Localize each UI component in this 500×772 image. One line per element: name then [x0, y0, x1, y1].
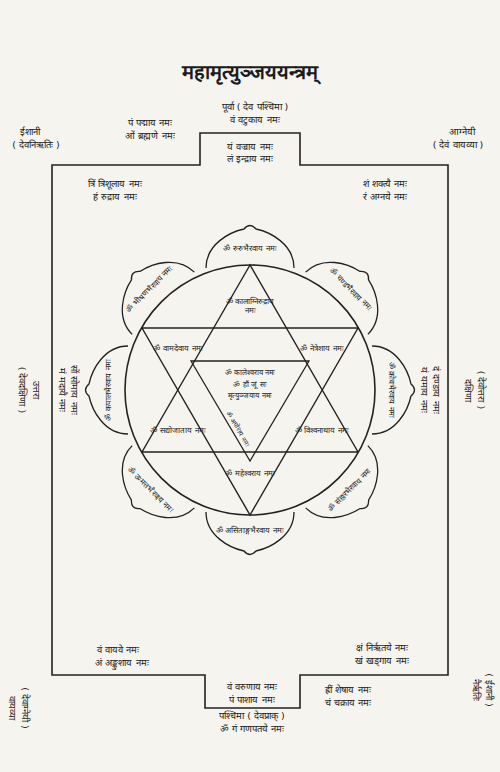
direction-label: उत्तरा	[30, 381, 41, 399]
direction-label: नैर्ऋतिः	[470, 679, 481, 701]
mantra-text: हं रुद्राय नमः	[93, 191, 136, 202]
hexagram-mantra: ॐ महेश्वराय नमः	[222, 469, 278, 478]
hexagram-mantra: ॐ विश्वनाथाय नमः	[294, 426, 350, 435]
petal-text-box: ॐ क्रोधभैरवाय नमः	[376, 354, 406, 426]
hexagram-point: ॐ नेत्रेशाय नमः	[294, 336, 350, 362]
hexagram-mantra: ॐ नेत्रेशाय नमः	[294, 344, 350, 353]
direction-label: ( देवाग्नेयी )	[19, 687, 30, 728]
direction-label: ( देवोत्तरा )	[475, 371, 486, 409]
lotus-petal: ॐ कपालभैरवाय नमः	[82, 344, 128, 436]
mantra-text: वं वायवे नमः	[97, 644, 139, 655]
direction-label: ( देवं वायव्या )	[433, 139, 483, 150]
petal-text-box: ॐ रुरुभैरवाय नमः	[214, 234, 286, 264]
mantra-text: दं दण्डाय नमः	[430, 366, 441, 413]
direction-label: ईशानी	[20, 126, 40, 137]
direction-label: वायव्या	[6, 696, 17, 720]
mantra-text: क्षं निर्ऋतये नमः	[356, 642, 408, 653]
hexagram-mantra: ॐ वामदेवाय नमः	[150, 344, 206, 353]
square-gates-path	[52, 133, 448, 708]
hexagram-point: ॐ कालाग्निरुद्राय नमः	[222, 286, 278, 326]
petal-path	[206, 226, 294, 269]
central-mantra: मृत्युञ्जयाय नमः	[228, 391, 271, 400]
direction-label: पं पद्माय नमः	[128, 117, 172, 128]
hexagram-point: ॐ महेश्वराय नमः	[222, 461, 278, 487]
lotus-petal: ॐ रुरुभैरवाय नमः	[204, 222, 296, 268]
central-mantra: ॐ हौं जूं सः	[233, 380, 266, 389]
direction-label: चं चक्राय नमः	[325, 697, 371, 708]
mantra-text: पं पाशाय नमः	[229, 694, 274, 705]
petal-mantra: ॐ रुरुभैरवाय नमः	[223, 244, 276, 253]
hexagram-point: ॐ वामदेवाय नमः	[150, 336, 206, 362]
direction-label: ( देवदक्षिणा )	[16, 367, 27, 413]
mantra-text: खं खड्गाय नमः	[355, 655, 408, 666]
lotus-petal: ॐ क्रोधभैरवाय नमः	[372, 344, 418, 436]
hexagram-mantra: ॐ सद्योजाताय नमः	[150, 426, 206, 435]
direction-label: ( देवनिऋतिः )	[12, 139, 59, 150]
mantra-text: सों सोमाय नमः	[68, 365, 79, 414]
hexagram-point: ॐ विश्वनाथाय नमः	[294, 418, 350, 444]
central-triangle: ॐ कालेश्वराय नमः ॐ हौं जूं सः मृत्युञ्जयाय…	[190, 360, 310, 462]
mantra-text: त्रिं त्रिशूलाय नमः	[88, 178, 141, 189]
petal-path	[86, 346, 129, 434]
mantra-text: अं अङ्कुशाय नमः	[95, 657, 148, 668]
mantra-text: लं इन्द्राय नमः	[227, 153, 273, 164]
hexagram-point: ॐ सद्योजाताय नमः	[150, 418, 206, 444]
downward-triangle	[142, 328, 358, 515]
direction-label: वं वटुकाय नमः	[230, 114, 279, 125]
central-mantra: ॐ कालेश्वराय नमः	[225, 368, 276, 377]
petal-mantra: ॐ क्रोधभैरवाय नमः	[386, 362, 395, 418]
direction-label: दक्षिणा	[462, 379, 473, 402]
petal-path	[206, 512, 294, 555]
direction-label: पश्चिमा ( देवप्राक् )	[219, 710, 284, 721]
petal-mantra: ॐ असिताङ्गभैरवाय नमः	[216, 526, 284, 535]
hexagram-mantra: ॐ कालाग्निरुद्राय नमः	[222, 297, 278, 315]
petal-path	[372, 346, 415, 434]
petal-text-box: ॐ असिताङ्गभैरवाय नमः	[214, 516, 286, 546]
mantra-text: यं वज्राय नमः	[227, 141, 272, 152]
direction-label: ह्रीं शेषाय नमः	[325, 684, 370, 695]
mantra-text: रं अग्नये नमः	[363, 191, 407, 202]
mantra-text: शं शक्त्यै नमः	[363, 178, 407, 189]
direction-label: आग्नेयी	[449, 126, 475, 137]
direction-label: ॐ गं गणपतये नमः	[220, 723, 284, 734]
lotus-petal: ॐ असिताङ्गभैरवाय नमः	[204, 512, 296, 558]
petal-text-box: ॐ कपालभैरवाय नमः	[94, 354, 124, 426]
upward-triangle	[142, 265, 358, 452]
title: महामृत्युञ्जययन्त्रम्	[182, 60, 318, 84]
direction-label: ( ईशानी )	[483, 673, 494, 706]
bhupura-square: त्रिं त्रिशूलाय नमः हं रुद्राय नमः यं वज्र…	[52, 133, 448, 708]
inner-circle	[125, 265, 375, 515]
petal-mantra: ॐ कपालभैरवाय नमः	[104, 359, 113, 420]
direction-label: पूर्वा ( देव पश्चिमा )	[222, 101, 289, 112]
direction-label: ओं ब्रह्मणे नमः	[125, 130, 174, 141]
central-mantra: ॐ अघोराय नमः	[224, 410, 251, 448]
mantra-text: वं वरुणाय नमः	[227, 681, 277, 692]
mantra-text: यं यमाय नमः	[418, 367, 429, 412]
mantra-text: मं मदायै नमः	[56, 368, 67, 412]
